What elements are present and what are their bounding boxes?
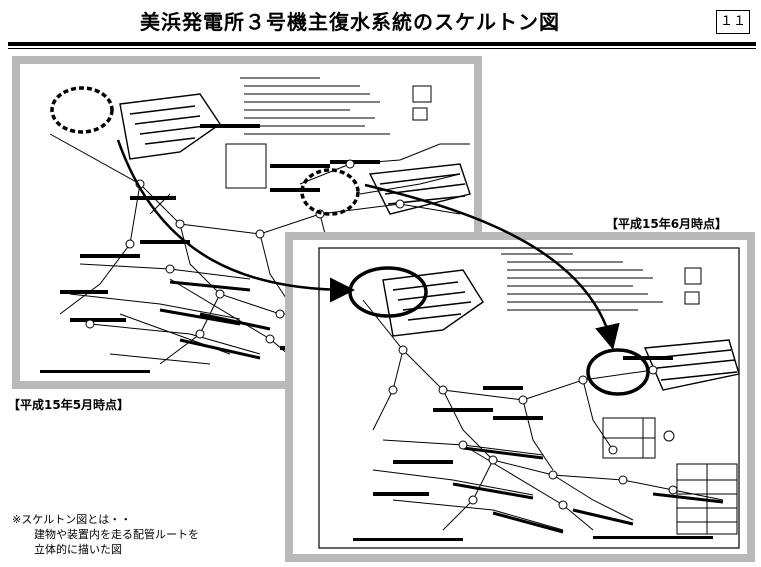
definition-note: ※スケルトン図とは・・ 建物や装置内を走る配管ルートを 立体的に描いた図 <box>12 512 199 557</box>
page-number-box: １１ <box>716 10 750 34</box>
drawing-june-frame <box>285 232 755 562</box>
note-line-1: ※スケルトン図とは・・ <box>12 513 132 526</box>
skeleton-drawing-may <box>40 77 471 373</box>
drawing-june-sheet <box>293 240 747 554</box>
arrow-left-highlight <box>116 139 355 303</box>
note-line-3: 立体的に描いた図 <box>34 543 122 556</box>
title-rule-thin <box>8 48 756 49</box>
skeleton-drawing-june <box>318 247 740 549</box>
title-rule-thick <box>8 42 756 46</box>
arrow-right-highlight <box>364 183 620 350</box>
drawing-may-label: 【平成15年5月時点】 <box>8 398 130 412</box>
page-title: 美浜発電所３号機主復水系統のスケルトン図 <box>140 10 560 34</box>
drawing-june-label: 【平成15年6月時点】 <box>606 217 728 231</box>
note-line-2: 建物や装置内を走る配管ルートを <box>34 528 199 541</box>
